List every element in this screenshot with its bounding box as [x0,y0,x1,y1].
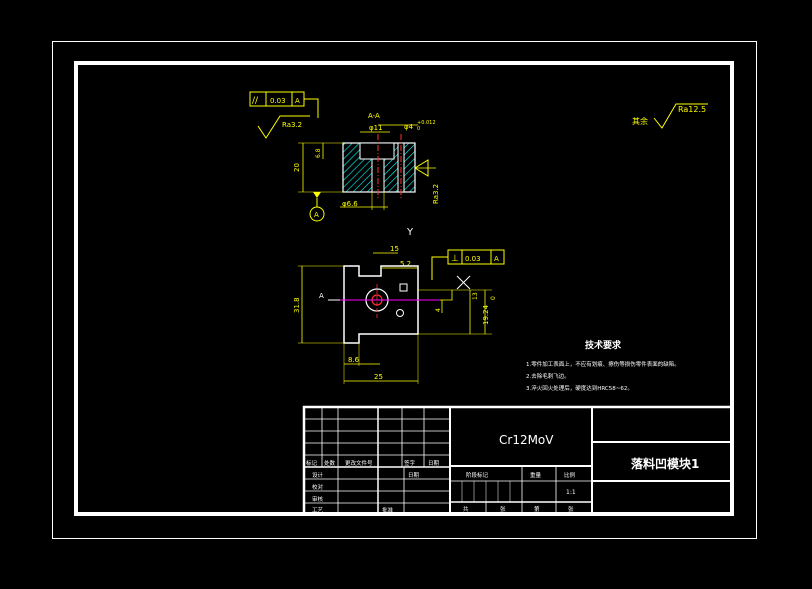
dim-right-c: 19.24 [482,304,490,325]
sheet-num: 第 [534,505,540,513]
flatness-datum: A [295,97,300,105]
surface-finish-note: 其余 Ra12.5 [632,103,708,129]
datum-circle [309,206,325,222]
plan-view: Y 15 5.2 ⊥ 0.03 A A 31.8 [293,227,505,384]
header-cell-1: 处数 [324,459,336,467]
tech-req-item-1: 1.零件加工表面上，不应有划痕、擦伤等损伤零件表面的缺陷。 [526,360,680,368]
weight-label: 重量 [530,471,542,479]
header-cell-2: 更改文件号 [345,459,373,467]
scale-label: 比例 [564,471,576,479]
flatness-symbol: // [252,96,259,106]
title-block [302,405,734,516]
dim-right-a: 4 [435,308,442,312]
sheet-label-2: 张 [568,505,574,513]
section-view: // 0.03 A Ra3.2 A-A φ11 φ4 +0.012 0 20 6… [249,91,440,222]
roughness-symbol-left [257,115,310,139]
tech-req-title: 技术要求 [585,339,622,351]
view-marker-top: Y [406,227,414,238]
flatness-value: 0.03 [270,97,286,105]
dim-bottom-total: 25 [374,373,383,381]
dim-counterbore-depth: 6.8 [315,148,322,158]
header-cell-0: 标记 [306,459,318,467]
outer-sheet-border [52,41,757,539]
datum-label: A [314,211,319,219]
stage-label: 阶段标记 [466,471,489,479]
approve-text: 批准 [382,506,394,514]
dim-hole-tol: +0.012 [417,120,436,126]
dim-hole-top: φ11 [369,124,383,132]
section-label: A-A [368,112,380,120]
sheet-label: 张 [500,505,506,513]
dim-hole-tol-low: 0 [417,126,420,132]
dim-bottom: φ6.6 [342,200,358,208]
part-name-text: 落料凹模块1 [631,456,699,471]
surface-finish-label: 其余 [632,116,648,126]
sheets-total: 共 [463,505,469,513]
dim-hole-fit: φ4 [404,123,414,131]
plan-outline [343,265,419,344]
dim-right-d: 0 [490,296,497,300]
dim-left: 31.8 [293,297,301,313]
role-row-2: 审核 [312,495,324,503]
tech-req-item-3: 3.淬火回火处理后，硬度达到HRC58~62。 [526,384,633,392]
dim-inner: 5.2 [400,260,411,268]
small-square [399,283,408,292]
material-text: Cr12MoV [499,433,554,447]
role-row-3: 工艺 [312,507,324,514]
dim-height: 20 [293,163,301,172]
dim-right-b: 13 [472,292,479,300]
role-row-0: 设计 [312,471,324,479]
tech-req-item-2: 2.去除毛刺飞边。 [526,372,570,380]
title-block-text: Cr12MoV 落料凹模块1 标记 处数 更改文件号 签字 日期 设计 校对 审… [306,433,699,514]
header-cell-3: 签字 [404,459,416,467]
dim-bottom-small: 8.6 [348,356,360,364]
technical-requirements: 技术要求 1.零件加工表面上，不应有划痕、擦伤等损伤零件表面的缺陷。 2.去除毛… [526,339,680,392]
small-hole [396,309,404,317]
scale-value: 1:1 [566,489,576,496]
date-text: 日期 [408,472,420,479]
roughness-left-text: Ra3.2 [282,121,302,129]
header-cell-4: 日期 [428,460,440,467]
roughness-right-text: Ra3.2 [432,184,440,204]
dim-top: 15 [390,245,399,253]
role-row-1: 校对 [312,483,324,491]
section-mark-left: A [319,292,324,300]
perp-symbol: ⊥ [451,254,459,264]
surface-finish-value: Ra12.5 [678,105,706,114]
perp-datum: A [494,255,499,263]
perp-value: 0.03 [465,255,481,263]
